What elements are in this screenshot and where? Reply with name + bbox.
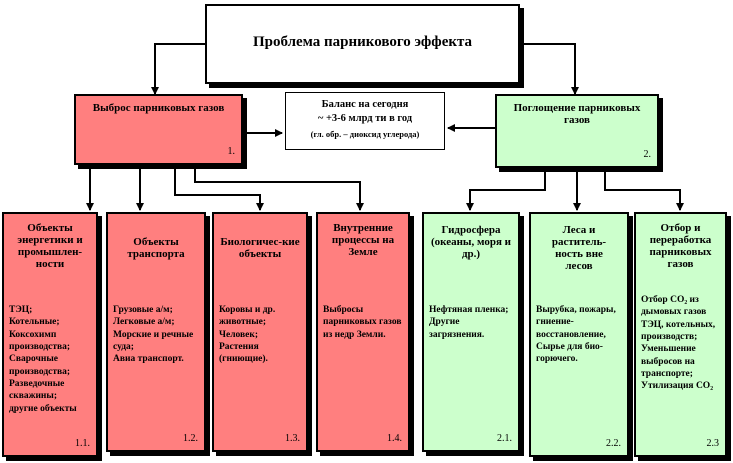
internal-number: 1.4. xyxy=(387,433,402,444)
energy-title: Объекты энергетики и промышлен-ности xyxy=(17,222,83,270)
capture-node: Отбор и переработка парниковых газов Отб… xyxy=(634,212,727,457)
forest-node: Леса и раститель-ность вне лесов Вырубка… xyxy=(529,212,629,457)
line-absorption-to-capture xyxy=(604,168,684,211)
hydro-number: 2.1. xyxy=(497,433,512,444)
capture-title: Отбор и переработка парниковых газов xyxy=(649,222,712,270)
capture-number: 2.3 xyxy=(706,438,720,449)
capture-body: Отбор CO₂ из дымовых газов ТЭЦ, котельны… xyxy=(641,295,716,392)
line-emission-to-internal xyxy=(194,165,364,211)
root-node: Проблема парникового эффекта xyxy=(205,4,520,84)
forest-number: 2.2. xyxy=(606,438,621,449)
emission-title: Выброс парниковых газов xyxy=(92,102,225,114)
line-absorption-to-hydro xyxy=(466,168,546,211)
hydro-title: Гидросфера (океаны, моря и др.) xyxy=(430,224,512,260)
transport-body: Грузовые а/м; Легковые а/м; Морские и ре… xyxy=(113,305,194,365)
root-title: Проблема парникового эффекта xyxy=(252,34,473,50)
emission-number: 1. xyxy=(227,146,236,157)
transport-node: Объекты транспорта Грузовые а/м; Легковы… xyxy=(106,212,206,452)
bio-title: Биологичес-кие объекты xyxy=(220,236,300,260)
transport-title: Объекты транспорта xyxy=(127,236,185,260)
absorption-number: 2. xyxy=(643,149,652,160)
balance-line2: ~ +3-6 млрд ти в год xyxy=(317,113,413,124)
forest-title: Леса и раститель-ность вне лесов xyxy=(551,224,607,272)
emission-node: Выброс парниковых газов 1. xyxy=(74,94,243,165)
bio-number: 1.3. xyxy=(285,433,300,444)
internal-node: Внутренние процессы на Земле Выбросы пар… xyxy=(316,212,410,452)
balance-node: Баланс на сегодня ~ +3-6 млрд ти в год (… xyxy=(285,92,445,150)
balance-line1: Баланс на сегодня xyxy=(321,99,409,110)
line-emission-to-bio xyxy=(174,165,264,211)
absorption-node: Поглощение парниковых газов 2. xyxy=(495,94,659,168)
energy-body: ТЭЦ; Котельные; Коксохимп производства; … xyxy=(9,305,77,414)
bio-node: Биологичес-кие объекты Коровы и др. живо… xyxy=(212,212,308,452)
forest-body: Вырубка, пожары, гниение-восстановление,… xyxy=(536,305,616,365)
internal-title: Внутренние процессы на Земле xyxy=(331,222,395,258)
line-root-to-emission xyxy=(151,43,205,95)
absorption-title: Поглощение парниковых газов xyxy=(513,102,641,126)
line-root-to-absorption xyxy=(520,43,579,95)
internal-body: Выбросы парниковых газов из недр Земли. xyxy=(323,305,402,340)
hydro-node: Гидросфера (океаны, моря и др.) Нефтяная… xyxy=(422,212,520,452)
bio-body: Коровы и др. животные; Человек; Растения… xyxy=(219,305,276,365)
energy-number: 1.1. xyxy=(75,438,90,449)
hydro-body: Нефтяная пленка; Другие загрязнения. xyxy=(429,305,509,340)
energy-node: Объекты энергетики и промышлен-ности ТЭЦ… xyxy=(2,212,98,457)
transport-number: 1.2. xyxy=(183,433,198,444)
balance-line3: (гл. обр. – диоксид углерода) xyxy=(310,129,420,139)
